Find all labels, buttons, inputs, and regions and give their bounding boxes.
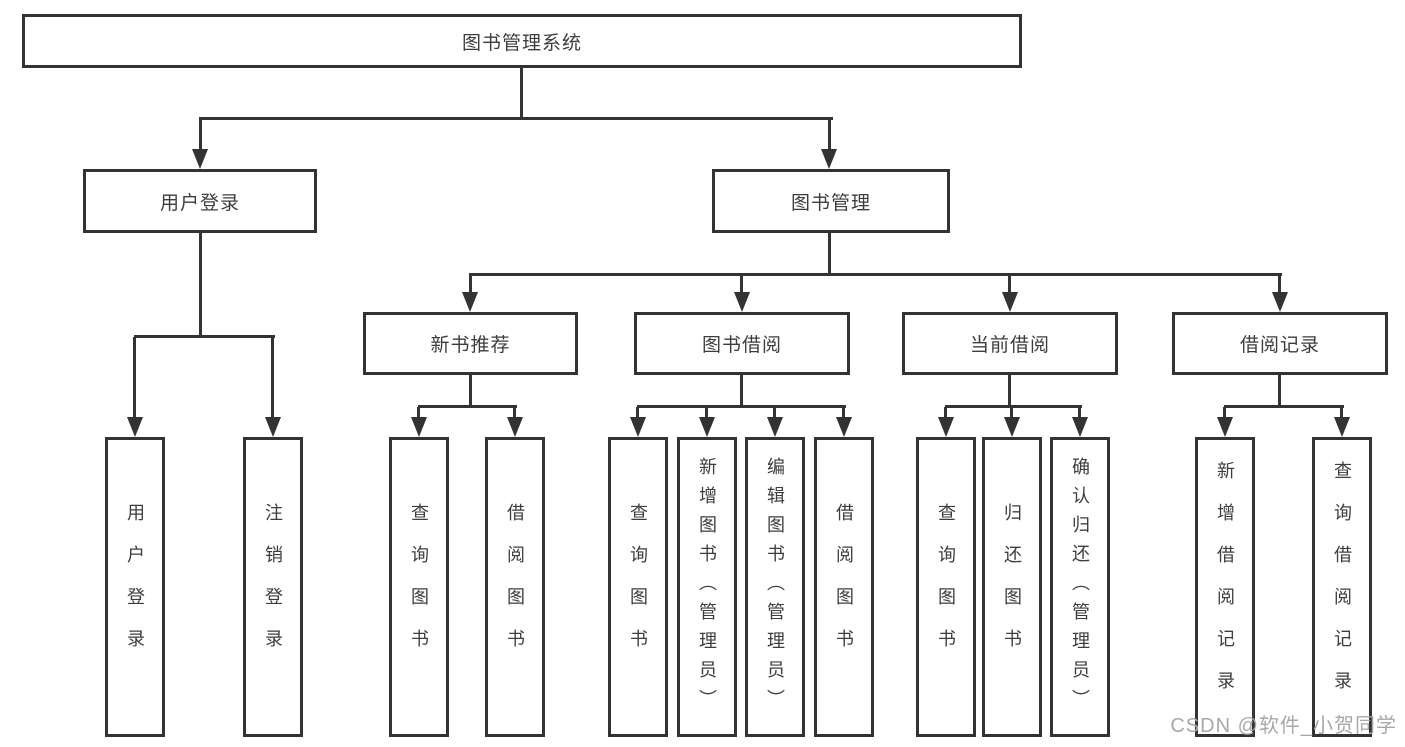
connector-line xyxy=(199,117,833,120)
node-label: 当前借阅 xyxy=(969,335,1050,356)
node-label: 新增图书（管理员） xyxy=(697,456,717,718)
node-book-management: 图书管理 xyxy=(712,169,950,233)
connector-line xyxy=(417,407,420,419)
leaf-add-books-admin: 新增图书（管理员） xyxy=(677,437,737,737)
connector-line xyxy=(842,407,845,419)
node-current-borrowing: 当前借阅 xyxy=(902,312,1118,375)
arrow-down-icon xyxy=(411,417,427,437)
connector-line xyxy=(828,231,831,273)
connector-line xyxy=(418,405,517,408)
arrow-down-icon xyxy=(938,417,954,437)
arrow-down-icon xyxy=(734,292,750,312)
connector-line xyxy=(469,373,472,405)
connector-line xyxy=(1008,275,1011,294)
node-label: 用户登录 xyxy=(125,503,145,671)
connector-line xyxy=(944,407,947,419)
connector-line xyxy=(469,273,1282,276)
connector-line xyxy=(1278,373,1281,405)
leaf-user-login: 用户登录 xyxy=(105,437,165,737)
connector-line xyxy=(513,407,516,419)
node-library-management-system: 图书管理系统 xyxy=(22,14,1022,68)
connector-line xyxy=(1078,407,1081,419)
connector-line xyxy=(199,119,202,151)
leaf-query-borrow-record: 查询借阅记录 xyxy=(1312,437,1372,737)
node-book-borrowing: 图书借阅 xyxy=(634,312,850,375)
connector-line xyxy=(740,373,743,405)
connector-line xyxy=(1278,275,1281,294)
leaf-query-books-2: 查询图书 xyxy=(608,437,668,737)
connector-line xyxy=(705,407,708,419)
connector-line xyxy=(271,337,274,419)
arrow-down-icon xyxy=(127,417,143,437)
leaf-query-books-3: 查询图书 xyxy=(916,437,976,737)
node-label: 借阅记录 xyxy=(1239,335,1320,356)
node-label: 图书借阅 xyxy=(701,335,782,356)
arrow-down-icon xyxy=(836,417,852,437)
node-label: 借阅图书 xyxy=(834,503,854,671)
connector-line xyxy=(740,275,743,294)
connector-line xyxy=(828,119,831,151)
node-label: 查询图书 xyxy=(936,503,956,671)
arrow-down-icon xyxy=(192,149,208,169)
node-label: 编辑图书（管理员） xyxy=(765,456,785,718)
connector-line xyxy=(469,275,472,294)
leaf-edit-books-admin: 编辑图书（管理员） xyxy=(745,437,805,737)
node-label: 确认归还（管理员） xyxy=(1070,456,1090,718)
connector-line xyxy=(1008,373,1011,405)
arrow-down-icon xyxy=(699,417,715,437)
connector-line xyxy=(637,405,846,408)
connector-line xyxy=(773,407,776,419)
connector-line xyxy=(1010,407,1013,419)
connector-line xyxy=(1340,407,1343,419)
leaf-borrow-books-2: 借阅图书 xyxy=(814,437,874,737)
arrow-down-icon xyxy=(265,417,281,437)
node-new-book-recommendation: 新书推荐 xyxy=(363,312,578,375)
arrow-down-icon xyxy=(507,417,523,437)
leaf-return-books: 归还图书 xyxy=(982,437,1042,737)
node-label: 查询借阅记录 xyxy=(1332,461,1352,713)
arrow-down-icon xyxy=(1272,292,1288,312)
connector-line xyxy=(1223,407,1226,419)
node-label: 查询图书 xyxy=(628,503,648,671)
leaf-borrow-books-1: 借阅图书 xyxy=(485,437,545,737)
leaf-query-books-1: 查询图书 xyxy=(389,437,449,737)
node-user-login: 用户登录 xyxy=(83,169,317,233)
node-label: 借阅图书 xyxy=(505,503,525,671)
node-label: 查询图书 xyxy=(409,503,429,671)
arrow-down-icon xyxy=(462,292,478,312)
arrow-down-icon xyxy=(1217,417,1233,437)
node-label: 图书管理 xyxy=(790,192,871,214)
leaf-add-borrow-record: 新增借阅记录 xyxy=(1195,437,1255,737)
node-label: 用户登录 xyxy=(159,192,240,214)
watermark: CSDN @软件_小贺同学 xyxy=(1170,715,1397,737)
connector-line xyxy=(520,65,523,117)
arrow-down-icon xyxy=(630,417,646,437)
arrow-down-icon xyxy=(1072,417,1088,437)
connector-line xyxy=(945,405,1082,408)
connector-line xyxy=(1224,405,1344,408)
connector-line xyxy=(133,337,136,419)
node-borrowing-records: 借阅记录 xyxy=(1172,312,1388,375)
connector-line xyxy=(199,231,202,335)
arrow-down-icon xyxy=(1002,292,1018,312)
arrow-down-icon xyxy=(1004,417,1020,437)
node-label: 新增借阅记录 xyxy=(1215,461,1235,713)
arrow-down-icon xyxy=(1334,417,1350,437)
node-label: 归还图书 xyxy=(1002,503,1022,671)
node-label: 图书管理系统 xyxy=(461,32,582,54)
node-label: 新书推荐 xyxy=(430,335,511,356)
arrow-down-icon xyxy=(821,149,837,169)
leaf-confirm-return-admin: 确认归还（管理员） xyxy=(1050,437,1110,737)
leaf-logout: 注销登录 xyxy=(243,437,303,737)
node-label: 注销登录 xyxy=(263,503,283,671)
arrow-down-icon xyxy=(767,417,783,437)
connector-line xyxy=(134,335,275,338)
connector-line xyxy=(636,407,639,419)
